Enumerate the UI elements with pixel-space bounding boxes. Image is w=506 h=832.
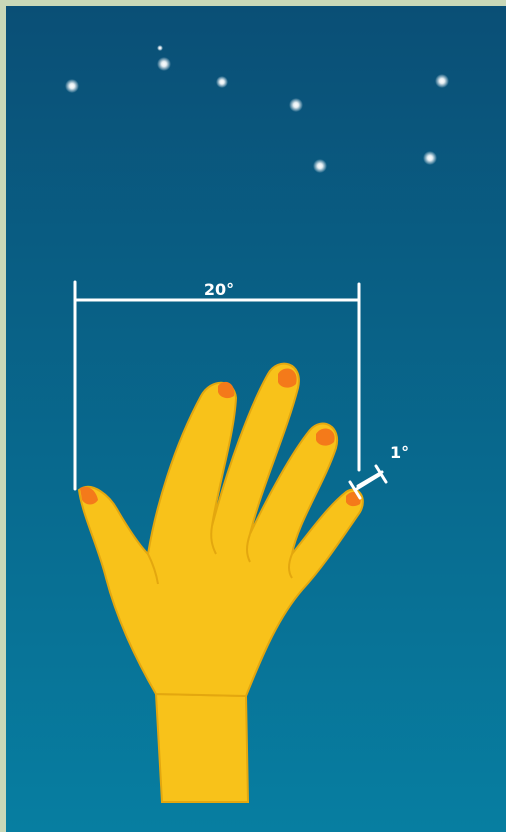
star-icon	[423, 151, 437, 165]
star-icon	[157, 45, 163, 51]
ring-nail	[316, 428, 335, 445]
star-icon	[313, 159, 327, 173]
hand-measure-diagram: 20° 1°	[6, 6, 506, 832]
star-icon	[289, 98, 303, 112]
star-icon	[216, 76, 228, 88]
night-sky-panel: 20° 1°	[6, 6, 506, 832]
star-icon	[157, 57, 171, 71]
star-icon	[435, 74, 449, 88]
hand-span-label: 20°	[204, 280, 234, 299]
finger-width-label: 1°	[390, 443, 409, 462]
star-icon	[65, 79, 79, 93]
middle-nail	[278, 369, 297, 388]
